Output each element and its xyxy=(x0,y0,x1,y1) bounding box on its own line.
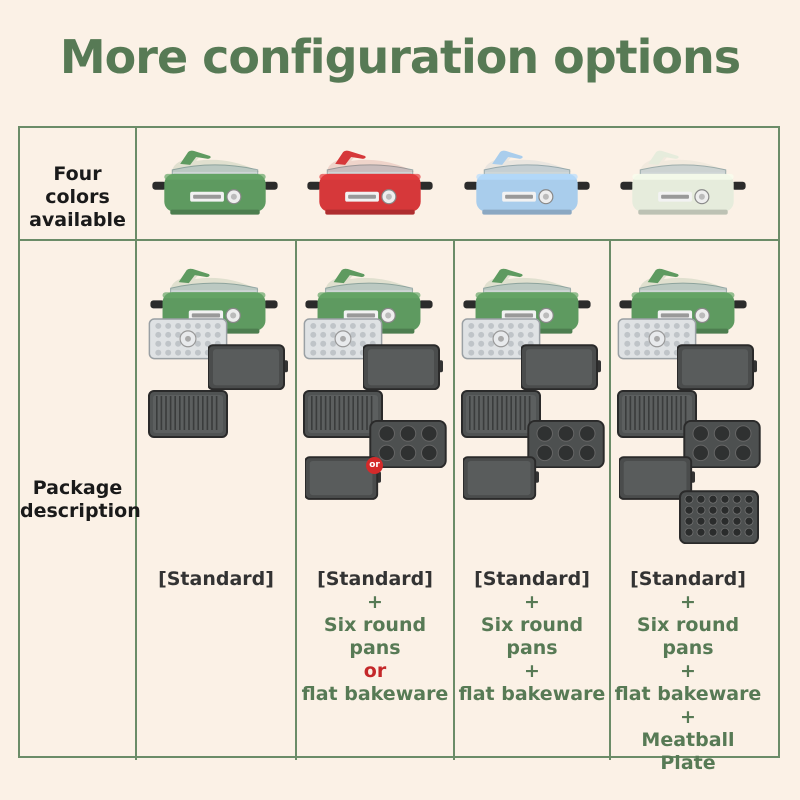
or-badge: or xyxy=(366,457,383,474)
package-description-1: [Standard] xyxy=(137,568,295,591)
package-cooker-image xyxy=(148,266,280,339)
cooker-green-image xyxy=(150,148,280,220)
package-line: + xyxy=(680,591,696,613)
package-line: flat bakeware xyxy=(458,683,606,705)
package-line: Meatball Plate xyxy=(641,729,735,774)
pan-grill-image xyxy=(303,390,383,442)
pan-grill-image xyxy=(148,390,228,442)
package-line: [Standard] xyxy=(317,568,433,590)
page-title: More configuration options xyxy=(59,30,741,84)
package-row-label-line1: Package xyxy=(32,477,123,499)
cooker-blue-image xyxy=(462,148,592,220)
pan-flat-image xyxy=(676,344,757,394)
package-line: [Standard] xyxy=(630,568,746,590)
package-line: flat bakeware xyxy=(614,683,762,705)
pan-meatball-image xyxy=(679,490,759,548)
colors-row-label-line2: available xyxy=(29,209,126,231)
package-line: Six round pans xyxy=(636,614,740,659)
package-line: + xyxy=(680,660,696,682)
column-divider xyxy=(453,239,455,760)
package-line: + xyxy=(524,591,540,613)
column-divider xyxy=(295,239,297,760)
colors-row-label: Four colors available xyxy=(20,163,135,232)
pan-round6-image xyxy=(527,420,605,472)
pan-flat-image xyxy=(520,344,601,394)
package-line: flat bakeware xyxy=(301,683,449,705)
package-line: [Standard] xyxy=(474,568,590,590)
package-row-label-line2: description xyxy=(20,500,141,522)
pan-flat-image xyxy=(304,456,381,504)
pan-flat-image xyxy=(462,456,539,504)
package-line: + xyxy=(524,660,540,682)
cooker-red-image xyxy=(305,148,435,220)
pan-flat-image xyxy=(362,344,443,394)
package-line: or xyxy=(363,660,387,682)
package-description-4: [Standard]+Six round pans+flat bakeware+… xyxy=(611,568,765,775)
pan-round6-image xyxy=(369,420,447,472)
comparison-table xyxy=(18,126,780,758)
pan-grill-image xyxy=(461,390,541,442)
package-row-label: Package description xyxy=(20,477,141,523)
pan-flat-image xyxy=(618,456,695,504)
package-line: Six round pans xyxy=(323,614,427,659)
package-line: + xyxy=(367,591,383,613)
package-line: + xyxy=(680,706,696,728)
label-column-divider xyxy=(135,126,137,760)
package-line: [Standard] xyxy=(158,568,274,590)
column-divider xyxy=(609,239,611,760)
pan-round6-image xyxy=(683,420,761,472)
pan-flat-image xyxy=(207,344,288,394)
cooker-white-image xyxy=(618,148,748,220)
colors-row-label-line1: Four colors xyxy=(45,163,110,208)
pan-grill-image xyxy=(617,390,697,442)
package-line: Six round pans xyxy=(480,614,584,659)
package-description-3: [Standard]+Six round pans+flat bakeware xyxy=(455,568,609,706)
row-divider xyxy=(18,239,780,241)
